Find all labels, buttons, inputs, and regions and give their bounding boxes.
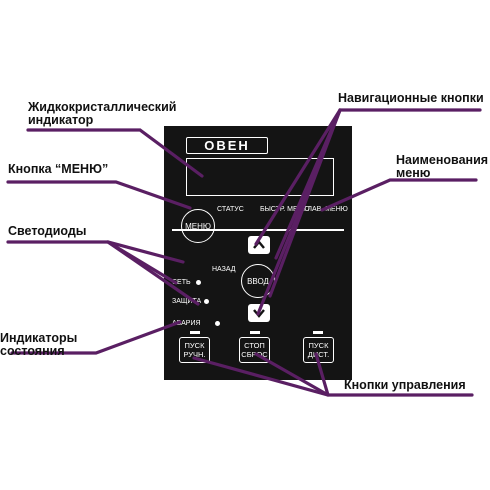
logo-text: ОВЕН [204,137,250,153]
status-label: СТАТУС [217,206,244,213]
device-front-panel: ОВЕН МЕНЮ СТАТУС БЫСТР. МЕНЮ ГЛАВ. МЕНЮ … [164,126,352,380]
network-label: СЕТЬ [172,279,191,286]
leader-control-3 [314,352,330,397]
fast-menu-label: БЫСТР. МЕНЮ [260,206,310,213]
start-remote-indicator [313,331,323,334]
start-run-label-top: ПУСК [184,341,205,350]
start-remote-label-top: ПУСК [308,341,329,350]
callout-control-buttons: Кнопки управления [344,378,466,392]
leader-leds-1 [6,240,185,264]
protection-label: ЗАЩИТА [172,298,202,305]
callout-leds: Светодиоды [8,224,87,238]
callout-menu-button: Кнопка “МЕНЮ” [8,162,109,176]
network-led [196,280,201,285]
enter-button-label: ВВОД [247,276,269,286]
leader-lcd [26,128,204,178]
alarm-label: АВАРИЯ [172,320,201,327]
callout-nav-buttons: Навигационные кнопки [338,91,484,105]
stop-reset-label-top: СТОП [244,341,265,350]
oven-logo: ОВЕН [186,137,268,154]
panel-divider [172,229,344,231]
back-label: НАЗАД [212,266,236,273]
start-run-indicator [190,331,200,334]
alarm-led [215,321,220,326]
leader-status [10,320,182,355]
leader-menu-names [320,178,478,212]
lcd-display [186,158,334,196]
start-run-button[interactable]: ПУСК РУЧН. [179,337,210,363]
leader-control-2 [254,352,330,397]
chevron-down-icon [253,309,265,318]
leader-menu-button [6,180,192,210]
callout-status-indicators: Индикаторы состояния [0,331,78,358]
leader-leds-3 [106,240,200,306]
callout-menu-names: Наименования меню [396,153,489,180]
protection-led [204,299,209,304]
menu-button[interactable]: МЕНЮ [181,209,215,243]
stop-reset-indicator [250,331,260,334]
callout-lcd: Жидкокристаллический индикатор [28,100,177,127]
leader-nav-4 [256,108,342,316]
menu-button-label: МЕНЮ [185,221,211,231]
start-run-label-bottom: РУЧН. [183,350,206,359]
start-remote-label-bottom: ДИСТ. [307,350,330,359]
